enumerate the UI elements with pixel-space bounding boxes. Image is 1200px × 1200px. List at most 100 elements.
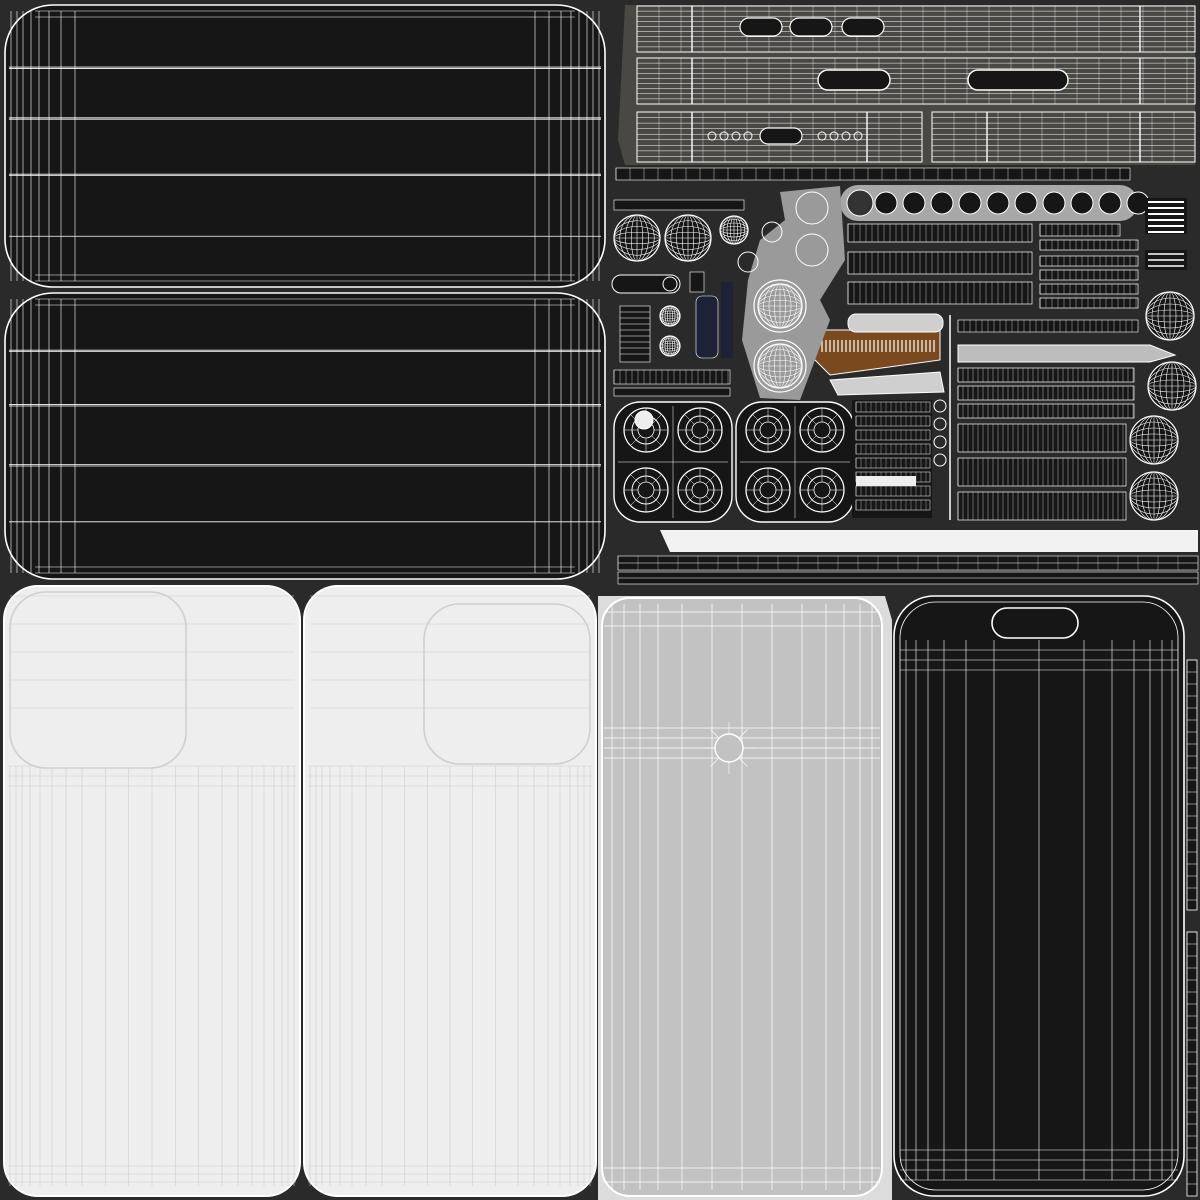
bar-strip bbox=[1039, 255, 1139, 267]
island-cutout bbox=[991, 607, 1079, 639]
pill-slot bbox=[611, 274, 681, 294]
grille-hole bbox=[846, 189, 874, 217]
wire-line bbox=[773, 435, 784, 446]
light-back-panel-left bbox=[3, 585, 301, 1197]
wire-line bbox=[710, 729, 720, 739]
port-hole bbox=[817, 131, 827, 141]
large-ring bbox=[753, 279, 807, 333]
bar-strip bbox=[1039, 239, 1139, 251]
wire-line bbox=[827, 435, 838, 446]
small-block bbox=[689, 271, 705, 293]
wire-line bbox=[684, 495, 695, 506]
sphere-group bbox=[613, 214, 1197, 521]
wire-line bbox=[752, 495, 763, 506]
grille-hole bbox=[874, 191, 898, 215]
dark-panel-top bbox=[4, 4, 606, 288]
bar-strip bbox=[855, 457, 931, 469]
button-slot bbox=[739, 17, 783, 37]
button-slot bbox=[759, 127, 803, 145]
port-hole bbox=[829, 131, 839, 141]
large-ring bbox=[753, 339, 807, 393]
grille-hole bbox=[930, 191, 954, 215]
wire-line bbox=[806, 495, 817, 506]
dark-panel-middle bbox=[4, 292, 606, 580]
bar-strip bbox=[847, 281, 1033, 305]
small-block bbox=[619, 305, 651, 363]
wire-line bbox=[705, 414, 716, 425]
small-ring bbox=[933, 399, 947, 413]
small-ring bbox=[795, 233, 829, 267]
camera-bump-outline bbox=[423, 603, 591, 765]
small-ring bbox=[795, 191, 829, 225]
wire-line bbox=[684, 474, 695, 485]
edge-strip-right bbox=[1186, 659, 1198, 1197]
bar-strip bbox=[613, 387, 731, 397]
small-ring bbox=[933, 417, 947, 431]
wire-line bbox=[630, 495, 641, 506]
wire-line bbox=[710, 757, 720, 767]
bar-strip bbox=[855, 429, 931, 441]
grille-hole bbox=[986, 191, 1010, 215]
button-slot bbox=[967, 69, 1069, 91]
wire-line bbox=[705, 474, 716, 485]
bar-strip bbox=[957, 403, 1135, 419]
navy-part bbox=[695, 295, 719, 359]
wire-line bbox=[684, 435, 695, 446]
button-slot bbox=[789, 17, 833, 37]
light-bar bbox=[856, 476, 916, 486]
wire-line bbox=[827, 474, 838, 485]
bar-strip bbox=[957, 423, 1127, 453]
label-block bbox=[1145, 198, 1187, 234]
small-ring bbox=[761, 221, 783, 243]
grille-hole bbox=[1014, 191, 1038, 215]
port-hole bbox=[853, 131, 863, 141]
wire-line bbox=[827, 495, 838, 506]
logo-ring bbox=[714, 733, 744, 763]
wire-line bbox=[773, 474, 784, 485]
light-back-panel-right bbox=[303, 585, 597, 1197]
grille-hole bbox=[958, 191, 982, 215]
dark-screen-panel bbox=[893, 595, 1185, 1197]
side-strip-panels bbox=[618, 5, 1196, 165]
wire-line bbox=[752, 474, 763, 485]
port-hole bbox=[731, 131, 741, 141]
wire-line bbox=[752, 414, 763, 425]
port-hole bbox=[841, 131, 851, 141]
thin-strip bbox=[615, 167, 1131, 181]
bar-strip bbox=[1039, 283, 1139, 295]
port-hole bbox=[743, 131, 753, 141]
port-hole bbox=[707, 131, 717, 141]
grille-hole bbox=[1070, 191, 1094, 215]
bar-strip bbox=[855, 443, 931, 455]
bar-strip bbox=[1039, 297, 1139, 309]
bar-strip bbox=[613, 199, 745, 211]
wire-line bbox=[738, 757, 748, 767]
grille-hole bbox=[1042, 191, 1066, 215]
bar-strip bbox=[613, 369, 731, 385]
wire-line bbox=[773, 414, 784, 425]
small-ring bbox=[662, 276, 678, 292]
wire-line bbox=[651, 414, 662, 425]
bar-strip bbox=[855, 485, 931, 497]
gray-back-panel bbox=[598, 596, 892, 1200]
bar-strip bbox=[957, 385, 1135, 401]
wire-line bbox=[806, 414, 817, 425]
small-ring bbox=[933, 435, 947, 449]
panel-outline bbox=[4, 292, 606, 580]
bar-strip bbox=[855, 415, 931, 427]
wire-line bbox=[630, 474, 641, 485]
wire-line bbox=[806, 474, 817, 485]
wire-line bbox=[684, 414, 695, 425]
button-island-group bbox=[615, 167, 1187, 521]
bar-strip bbox=[855, 499, 931, 511]
wire-line bbox=[827, 414, 838, 425]
edge-strip bbox=[1186, 659, 1198, 911]
light-rail bbox=[660, 530, 1198, 552]
wire-line bbox=[705, 495, 716, 506]
bar-strip bbox=[957, 367, 1135, 383]
small-ring bbox=[933, 453, 947, 467]
panel-outline bbox=[4, 4, 606, 288]
grille-hole bbox=[902, 191, 926, 215]
bar-strip bbox=[957, 457, 1127, 487]
